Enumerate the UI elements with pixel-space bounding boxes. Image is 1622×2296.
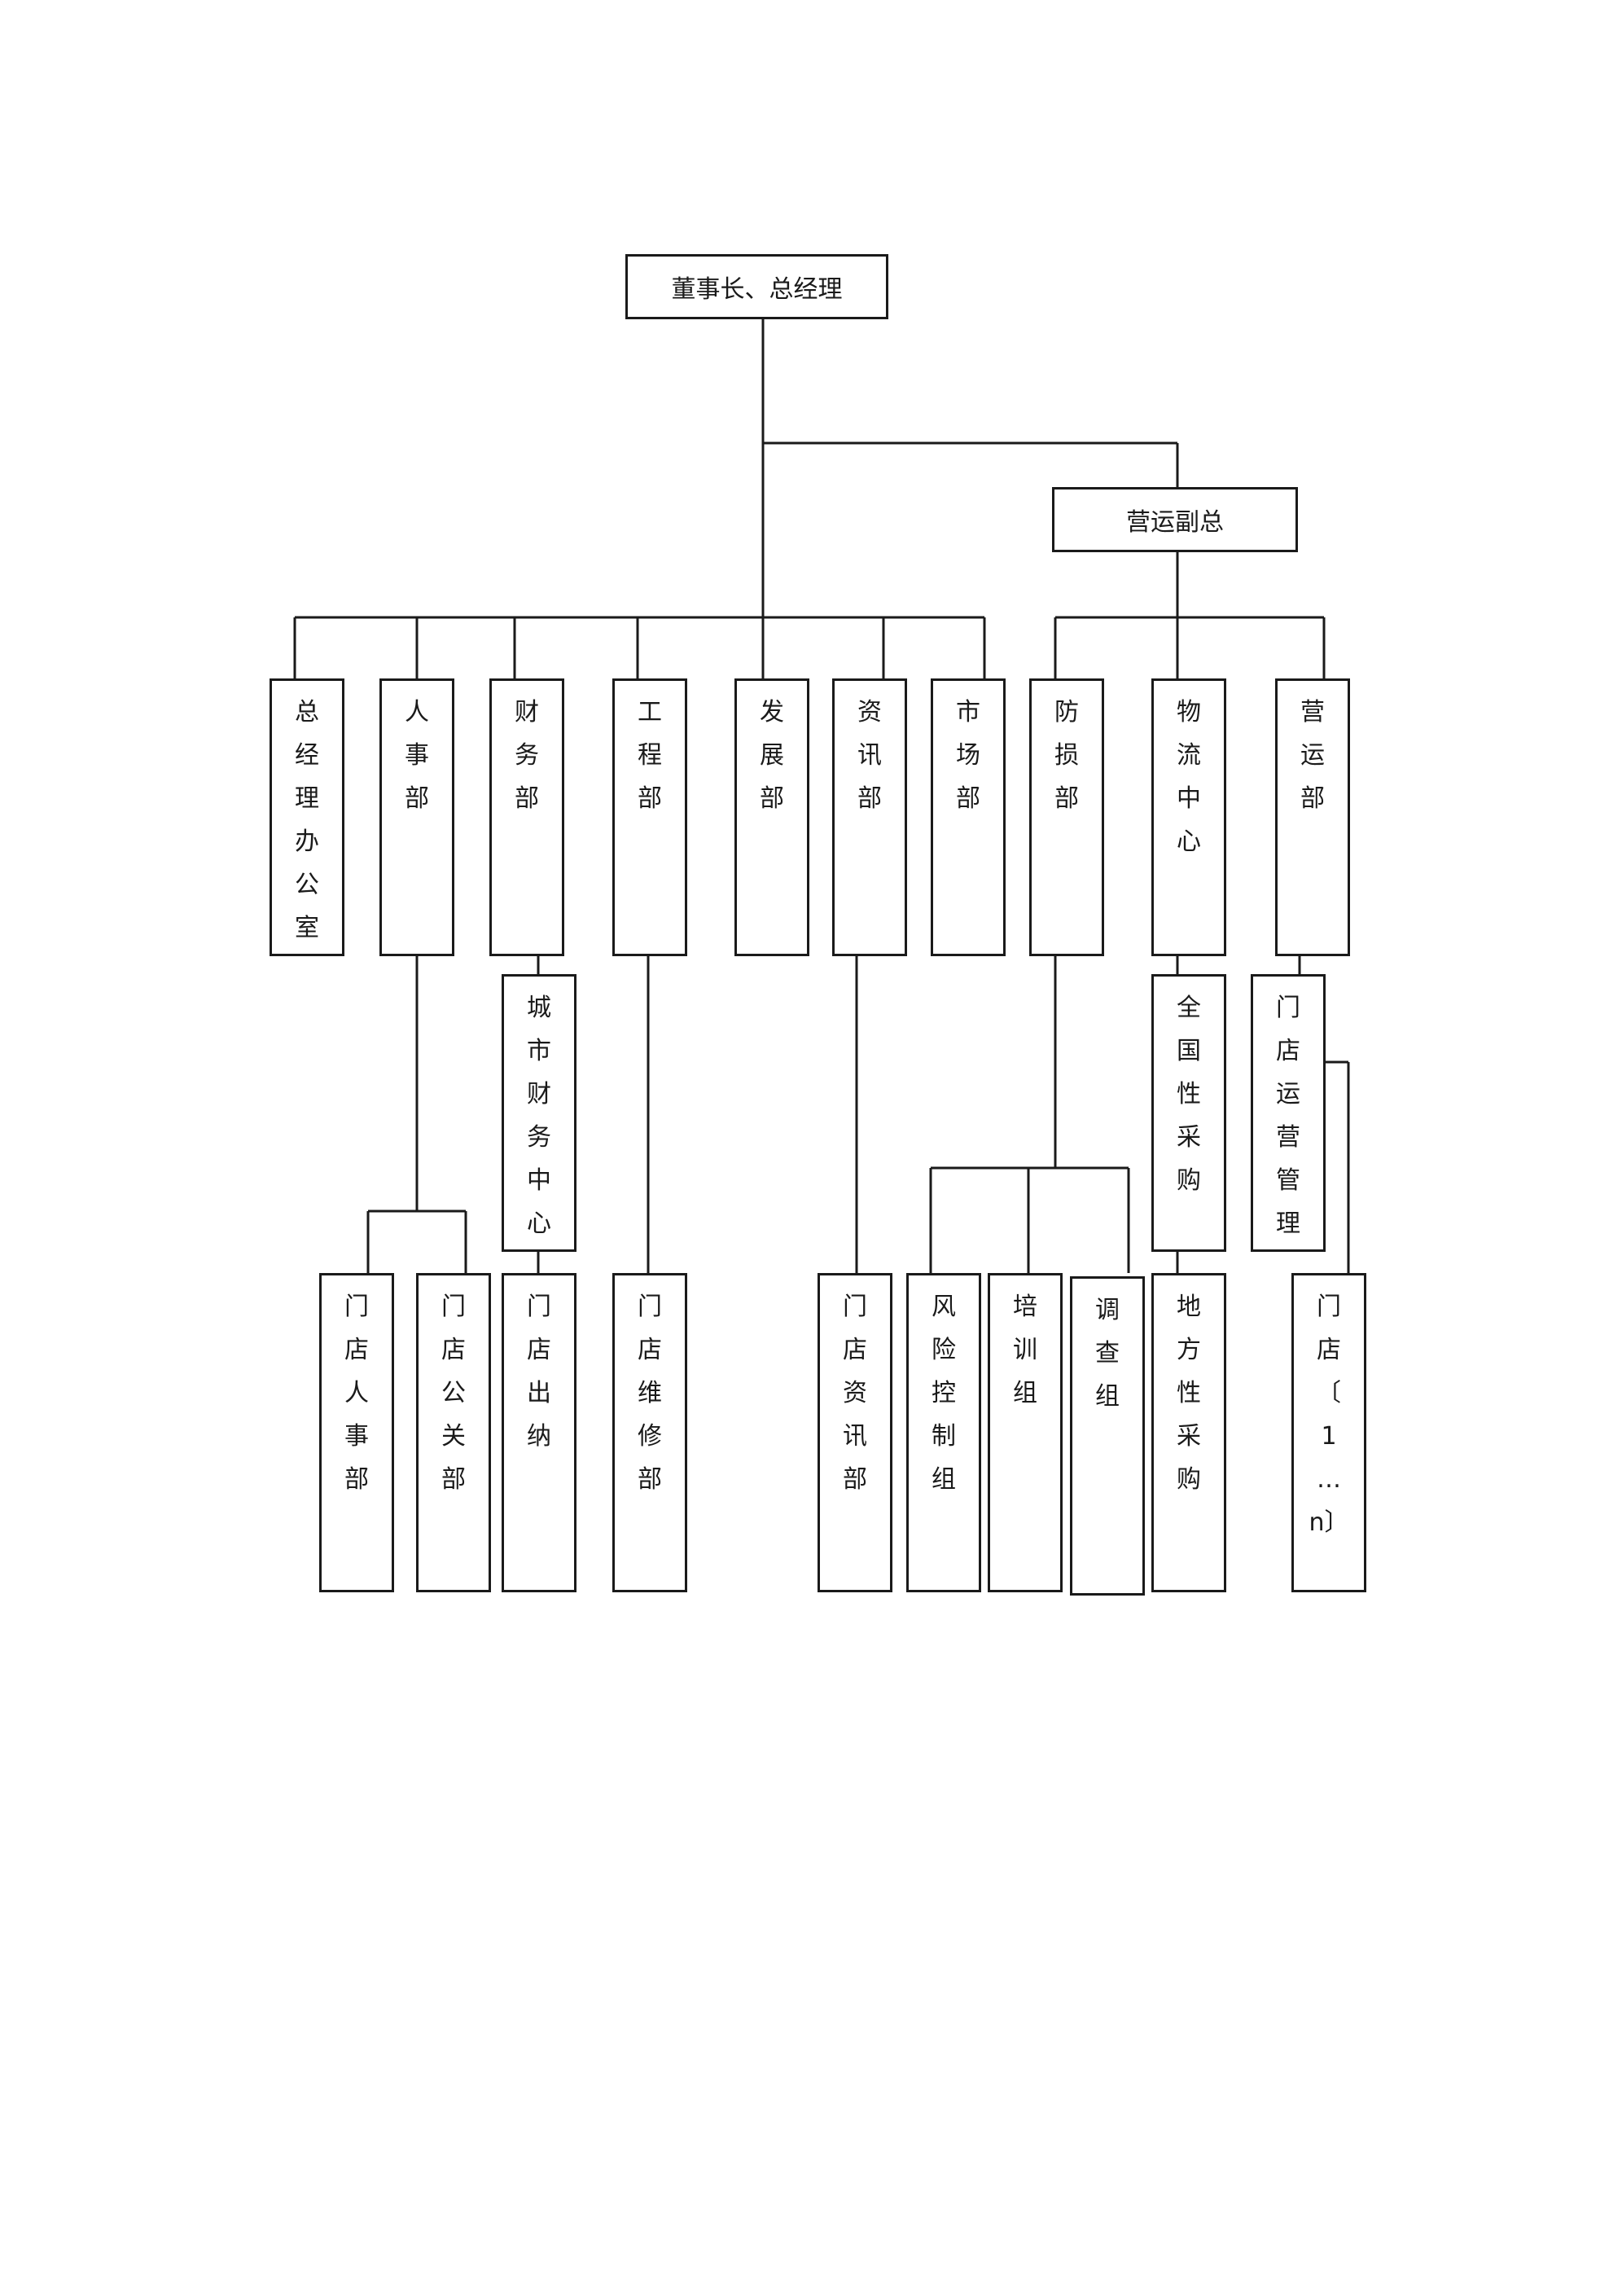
node-city-finance: 城 市 财 务 中 心 — [502, 974, 576, 1252]
node-store-hr: 门 店 人 事 部 — [319, 1273, 394, 1592]
node-operations: 营 运 部 — [1275, 678, 1350, 956]
node-store-ops-mgmt: 门 店 运 营 管 理 — [1251, 974, 1326, 1252]
node-engineering: 工 程 部 — [612, 678, 687, 956]
node-chairman-label: 董事长、总经理 — [671, 275, 843, 304]
node-development-label: 发 展 部 — [760, 698, 784, 813]
node-national-purchasing-label: 全 国 性 采 购 — [1177, 994, 1201, 1195]
node-investigation-label: 调 查 组 — [1095, 1296, 1120, 1411]
node-training-label: 培 训 组 — [1013, 1293, 1037, 1407]
node-store-ops-mgmt-label: 门 店 运 营 管 理 — [1276, 994, 1300, 1238]
node-logistics-label: 物 流 中 心 — [1177, 698, 1201, 856]
node-logistics: 物 流 中 心 — [1151, 678, 1226, 956]
node-finance-label: 财 务 部 — [515, 698, 539, 813]
node-stores-label: 门 店 〔 1 … n〕 — [1309, 1293, 1349, 1537]
node-investigation: 调 查 组 — [1070, 1276, 1145, 1596]
node-store-cashier: 门 店 出 纳 — [502, 1273, 576, 1592]
node-store-it: 门 店 资 讯 部 — [818, 1273, 892, 1592]
node-training: 培 训 组 — [988, 1273, 1063, 1592]
node-stores: 门 店 〔 1 … n〕 — [1291, 1273, 1366, 1592]
node-gm-office-label: 总 经 理 办 公 室 — [295, 698, 319, 942]
node-risk-control-label: 风 险 控 制 组 — [932, 1293, 956, 1494]
node-finance: 财 务 部 — [489, 678, 564, 956]
node-marketing: 市 场 部 — [931, 678, 1006, 956]
node-hr-label: 人 事 部 — [405, 698, 429, 813]
node-chairman: 董事长、总经理 — [625, 254, 888, 319]
node-engineering-label: 工 程 部 — [638, 698, 662, 813]
node-store-maintenance: 门 店 维 修 部 — [612, 1273, 687, 1592]
node-store-pr-label: 门 店 公 关 部 — [441, 1293, 466, 1494]
node-loss-prevention-label: 防 损 部 — [1054, 698, 1079, 813]
node-hr: 人 事 部 — [379, 678, 454, 956]
node-loss-prevention: 防 损 部 — [1029, 678, 1104, 956]
node-gm-office: 总 经 理 办 公 室 — [270, 678, 344, 956]
node-store-cashier-label: 门 店 出 纳 — [527, 1293, 551, 1451]
node-local-purchasing: 地 方 性 采 购 — [1151, 1273, 1226, 1592]
node-development: 发 展 部 — [734, 678, 809, 956]
node-store-it-label: 门 店 资 讯 部 — [843, 1293, 867, 1494]
node-store-pr: 门 店 公 关 部 — [416, 1273, 491, 1592]
node-operations-label: 营 运 部 — [1300, 698, 1325, 813]
node-store-maintenance-label: 门 店 维 修 部 — [638, 1293, 662, 1494]
node-national-purchasing: 全 国 性 采 购 — [1151, 974, 1226, 1252]
node-it-label: 资 讯 部 — [857, 698, 882, 813]
node-ops-vp: 营运副总 — [1052, 487, 1298, 552]
node-risk-control: 风 险 控 制 组 — [906, 1273, 981, 1592]
node-local-purchasing-label: 地 方 性 采 购 — [1177, 1293, 1201, 1494]
node-marketing-label: 市 场 部 — [956, 698, 980, 813]
node-city-finance-label: 城 市 财 务 中 心 — [527, 994, 551, 1238]
node-it: 资 讯 部 — [832, 678, 907, 956]
node-store-hr-label: 门 店 人 事 部 — [344, 1293, 369, 1494]
node-ops-vp-label: 营运副总 — [1126, 508, 1224, 537]
